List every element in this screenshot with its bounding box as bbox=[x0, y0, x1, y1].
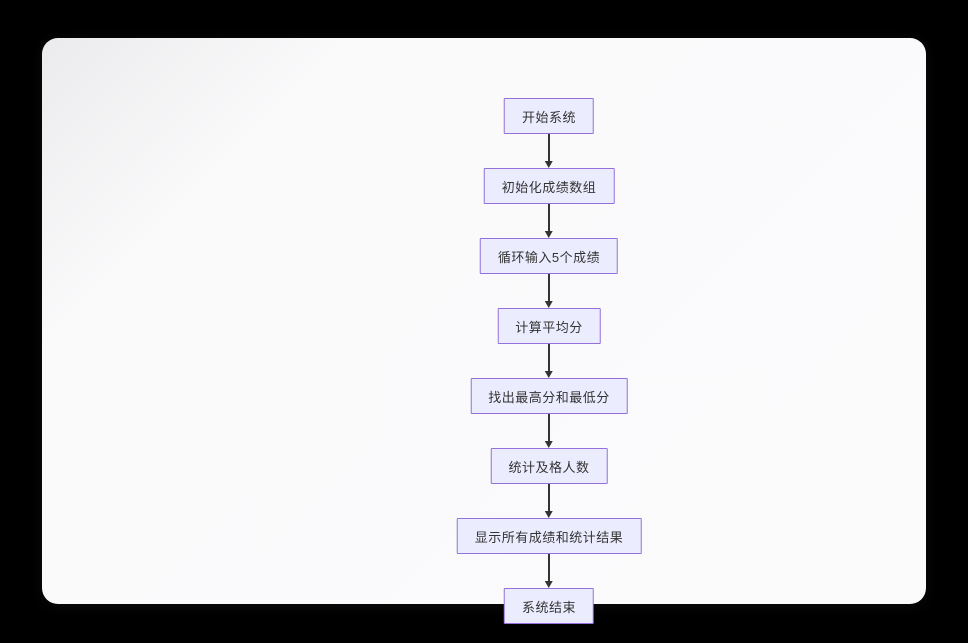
flow-node-init-array: 初始化成绩数组 bbox=[483, 168, 615, 204]
flow-node-average: 计算平均分 bbox=[497, 308, 601, 344]
arrowhead-icon bbox=[544, 301, 553, 308]
flow-node-end: 系统结束 bbox=[503, 588, 595, 624]
flow-arrow bbox=[543, 344, 555, 378]
arrowhead-icon bbox=[544, 581, 553, 588]
flow-arrow bbox=[543, 484, 555, 518]
flow-arrow bbox=[543, 274, 555, 308]
flow-arrow bbox=[543, 414, 555, 448]
flow-arrow bbox=[543, 204, 555, 238]
flow-node-label: 循环输入5个成绩 bbox=[497, 249, 601, 265]
flow-node-label: 统计及格人数 bbox=[508, 459, 590, 475]
flow-node-label: 初始化成绩数组 bbox=[501, 179, 597, 195]
flow-node-min-max: 找出最高分和最低分 bbox=[470, 378, 628, 414]
flow-node-display-results: 显示所有成绩和统计结果 bbox=[456, 518, 642, 554]
diagram-card: 开始系统 初始化成绩数组 循环输入5个成绩 计算平均分 bbox=[42, 38, 926, 624]
arrowhead-icon bbox=[544, 161, 553, 168]
arrow-line bbox=[548, 344, 550, 372]
flow-node-start: 开始系统 bbox=[503, 98, 595, 134]
arrow-line bbox=[548, 274, 550, 302]
flow-node-label: 找出最高分和最低分 bbox=[488, 389, 610, 405]
arrow-line bbox=[548, 134, 550, 162]
flow-arrow bbox=[543, 134, 555, 168]
arrowhead-icon bbox=[544, 441, 553, 448]
flow-node-label: 系统结束 bbox=[521, 599, 577, 615]
arrowhead-icon bbox=[544, 511, 553, 518]
flow-node-label: 计算平均分 bbox=[515, 319, 583, 335]
arrow-line bbox=[548, 204, 550, 232]
arrow-line bbox=[548, 414, 550, 442]
flow-node-loop-input: 循环输入5个成绩 bbox=[479, 238, 619, 274]
arrowhead-icon bbox=[544, 371, 553, 378]
arrowhead-icon bbox=[544, 231, 553, 238]
flow-node-pass-count: 统计及格人数 bbox=[490, 448, 608, 484]
flow-arrow bbox=[543, 554, 555, 588]
flow-node-label: 显示所有成绩和统计结果 bbox=[474, 529, 624, 545]
arrow-line bbox=[548, 484, 550, 512]
flowchart: 开始系统 初始化成绩数组 循环输入5个成绩 计算平均分 bbox=[456, 98, 642, 624]
flow-node-label: 开始系统 bbox=[521, 109, 577, 125]
arrow-line bbox=[548, 554, 550, 582]
